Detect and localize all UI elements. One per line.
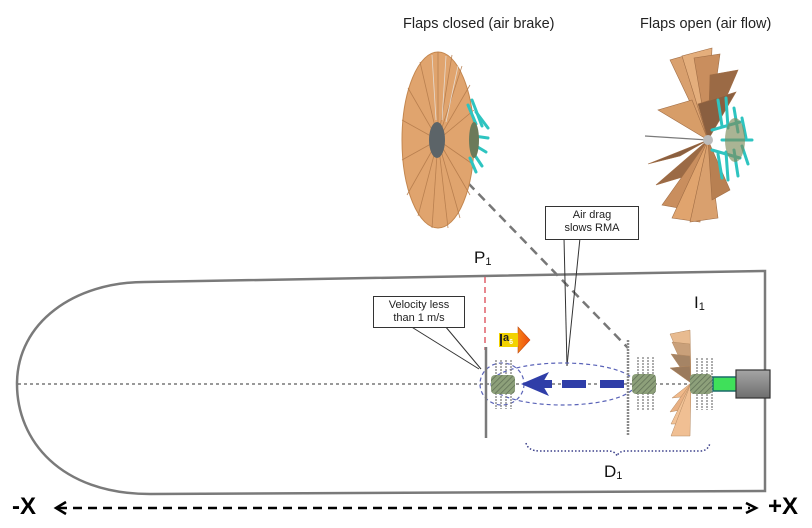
velocity-callout-line1: Velocity less (388, 299, 450, 311)
d1-label: D1 (604, 462, 622, 482)
air-drag-callout-line2: slows RMA (564, 222, 620, 234)
closed-flap-illustration (401, 51, 490, 229)
velocity-callout-pointer (409, 325, 482, 370)
i1-label: I1 (694, 293, 705, 313)
motion-arrow (521, 372, 624, 396)
title-flaps-open: Flaps open (air flow) (640, 16, 772, 32)
connector-dashed-line (467, 182, 629, 349)
open-flap-illustration (644, 47, 754, 223)
acceleration-badge-label: a6 (503, 332, 513, 346)
badge-base: a (503, 332, 510, 344)
d1-label-sub: 1 (616, 470, 623, 482)
d1-bracket (525, 442, 711, 459)
velocity-callout: Velocity less than 1 m/s (373, 296, 465, 328)
axis-label-positive-x: +X (768, 493, 799, 520)
gray-block (735, 369, 771, 399)
x-axis-arrow (53, 500, 759, 516)
p1-label-sub: 1 (485, 256, 492, 268)
tube-outline (15, 269, 767, 496)
velocity-callout-line2: than 1 m/s (393, 312, 445, 324)
d1-label-base: D (604, 462, 617, 481)
p1-label-base: P (474, 248, 486, 267)
axis-label-negative-x: -X (12, 493, 36, 520)
rma-middle (626, 340, 656, 436)
air-drag-callout-line1: Air drag (572, 209, 612, 221)
i1-label-sub: 1 (698, 301, 705, 313)
badge-sub: 6 (509, 339, 514, 347)
rma-at-i1 (669, 329, 713, 437)
air-drag-callout: Air drag slows RMA (545, 206, 639, 240)
title-flaps-closed: Flaps closed (air brake) (403, 16, 555, 32)
i1-label-base: I (694, 293, 699, 312)
rma-at-p1 (491, 360, 515, 409)
green-shaft (712, 376, 738, 392)
p1-label: P1 (474, 248, 491, 268)
acceleration-badge-icon (499, 326, 531, 354)
air-drag-callout-pointer (563, 237, 581, 367)
